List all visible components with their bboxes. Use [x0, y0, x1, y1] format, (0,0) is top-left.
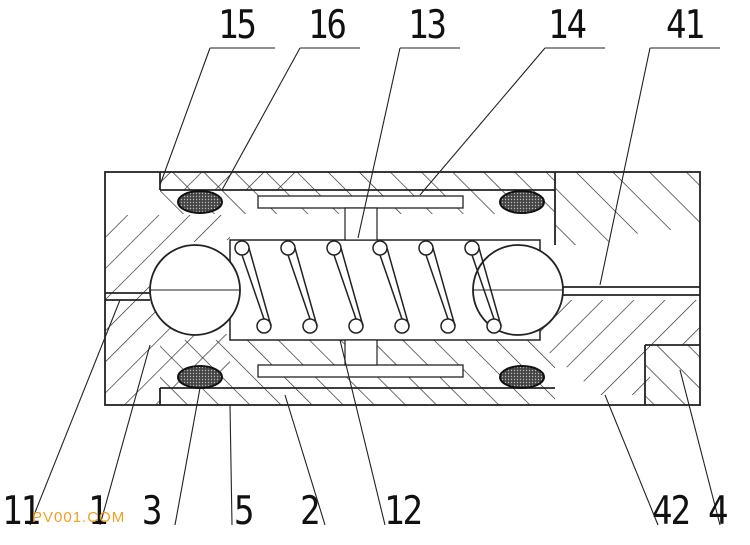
ref-label-13: 13 — [408, 2, 447, 49]
ref-label-2: 2 — [300, 488, 321, 535]
ref-label-41: 41 — [666, 2, 705, 49]
ref-label-42: 42 — [652, 488, 691, 535]
seal-top-right — [499, 190, 545, 214]
ref-label-16: 16 — [308, 2, 347, 49]
leader-lines — [29, 47, 721, 526]
seal-bottom-right — [499, 365, 545, 389]
seal-top-left — [177, 190, 223, 214]
ref-label-14: 14 — [548, 2, 587, 49]
seal-bottom-left — [177, 365, 223, 389]
ref-label-15: 15 — [218, 2, 257, 49]
ref-label-1: 1 — [88, 488, 109, 535]
ref-label-5: 5 — [234, 488, 255, 535]
watermark-text: PV001.COM — [32, 509, 126, 526]
ref-label-12: 12 — [384, 488, 423, 535]
o-ring-seals — [177, 190, 545, 389]
steel-balls — [149, 244, 564, 336]
spring — [234, 240, 502, 334]
ref-label-3: 3 — [142, 488, 163, 535]
ref-label-4: 4 — [708, 488, 729, 535]
housing-body — [105, 172, 700, 405]
ref-label-11: 11 — [2, 488, 41, 535]
